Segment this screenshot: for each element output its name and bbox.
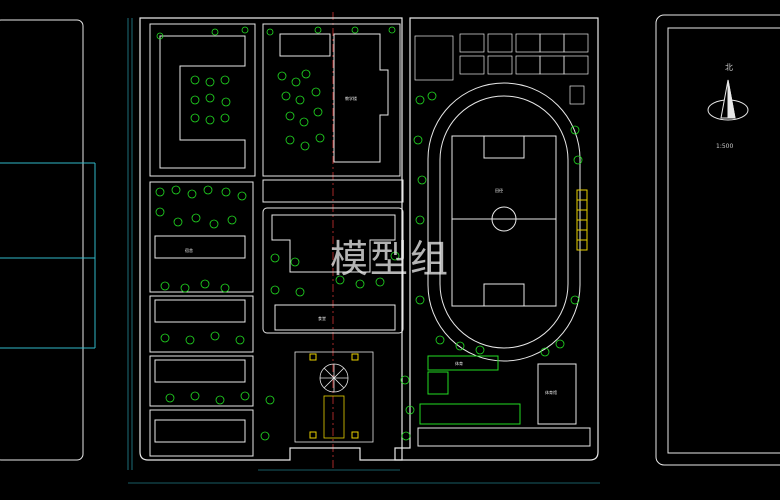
- scale-label: 1:500: [716, 143, 734, 150]
- running-track: [427, 82, 581, 362]
- site-boundary: [139, 17, 599, 461]
- dimension-lines: [127, 18, 600, 484]
- track-yellow-marks: [576, 189, 588, 251]
- plan-labels: 田径 教学楼 食堂 体育馆 宿舍 体育: [185, 95, 557, 395]
- plaza-yellow-marks: [309, 353, 359, 439]
- entrance-plaza: [294, 351, 374, 443]
- building-nw: [149, 23, 256, 177]
- north-label: 北: [725, 63, 733, 72]
- label-gym: 体育: [455, 360, 463, 366]
- building-north-center: [262, 23, 401, 177]
- label-stadium: 田径: [495, 187, 503, 193]
- left-frame: [0, 19, 96, 461]
- east-south-buildings: [417, 355, 591, 447]
- label-building-c: 体育馆: [545, 389, 557, 395]
- north-arrow-icon: [707, 79, 749, 121]
- label-building-b: 食堂: [318, 315, 326, 321]
- label-building-a: 教学楼: [345, 95, 357, 101]
- building-central: [262, 179, 404, 334]
- label-building-d: 宿舍: [185, 247, 193, 253]
- watermark-text: 模型组: [330, 237, 451, 281]
- basketball-courts: [414, 33, 589, 105]
- right-frame: [655, 14, 780, 466]
- dormitory-rows: [149, 181, 254, 457]
- tree-clusters: [155, 26, 583, 441]
